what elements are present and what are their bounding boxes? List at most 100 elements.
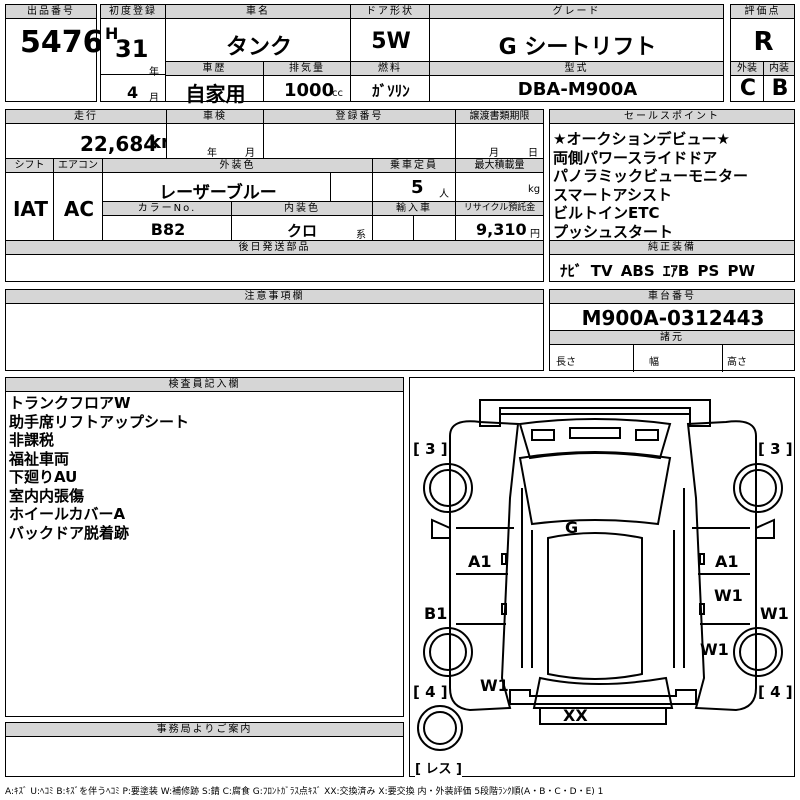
registration-year: 31 xyxy=(115,35,149,63)
sales-point-item: スマートアシスト xyxy=(553,185,672,204)
interior-grade: B xyxy=(771,76,789,101)
displacement-label: 排気量 xyxy=(263,61,351,76)
registration-month: 4 xyxy=(127,83,139,102)
fuel-label: 燃料 xyxy=(350,61,430,76)
interior-color-unit: 系 xyxy=(356,230,366,241)
score-label: 評価点 xyxy=(730,4,795,19)
car-diagram xyxy=(417,399,783,751)
inspection-cell: 車検 年 月 xyxy=(166,109,264,159)
mileage-label: 走行 xyxy=(5,109,167,124)
exterior-color-label: 外装色 xyxy=(102,158,373,173)
post-parts-label: 後日発送部品 xyxy=(5,240,544,255)
chassis-number: M900A-0312443 xyxy=(581,306,765,330)
sales-point-item: ★オークションデビュー★ xyxy=(553,130,730,148)
damage-right-door: A1 xyxy=(715,552,739,571)
model-value: DBA-M900A xyxy=(517,79,638,100)
grade-value: G シートリフト xyxy=(498,35,657,60)
aircon-value: AC xyxy=(63,197,95,221)
capacity-label: 乗車定員 xyxy=(372,158,456,173)
car-name-cell: 車名 タンク xyxy=(165,4,351,62)
divider xyxy=(722,345,723,372)
sales-point-item: プッシュスタート xyxy=(553,222,674,241)
damage-rear-bumper: XX xyxy=(563,706,588,725)
equipment-label: 純正装備 xyxy=(549,240,795,255)
inspector-note-item: 福祉車両 xyxy=(9,449,70,468)
mileage-cell: 走行 22,684 km xyxy=(5,109,180,159)
score-value: R xyxy=(753,27,774,57)
inspector-note-item: 下廻りAU xyxy=(9,468,78,486)
chassis-cell: 車台番号 M900A-0312443 諸元 長さ 幅 高さ xyxy=(549,289,795,372)
exterior-grade-label: 外装 xyxy=(730,61,764,76)
inspector-notes-label: 検査員記入欄 xyxy=(5,377,404,392)
inspection-year-unit: 年 xyxy=(207,148,217,159)
max-load-unit: kg xyxy=(528,184,541,195)
divider xyxy=(100,74,166,75)
sales-point-item: 両側パワースライドドア xyxy=(553,148,718,167)
interior-grade-label: 内装 xyxy=(763,61,795,76)
inspection-label: 車検 xyxy=(166,109,264,124)
tire-front-left-label: [ 3 ] xyxy=(413,440,448,458)
color-number-value: B82 xyxy=(150,220,186,239)
equipment-cell: 純正装備 ﾅﾋﾞ TV ABS ｴｱB PS PW xyxy=(549,240,795,282)
interior-color-value: クロ xyxy=(286,222,317,240)
lot-number-label: 出品番号 xyxy=(5,4,97,19)
max-load-label: 最大積載量 xyxy=(455,158,544,173)
divider xyxy=(633,345,634,372)
damage-glass: G xyxy=(565,518,579,537)
interior-grade-cell: 内装 B xyxy=(763,61,795,102)
color-number-cell: カラーNo. B82 xyxy=(102,201,232,241)
recycle-label: リサイクル預託金 xyxy=(455,201,544,216)
damage-right-rear-quarter: W1 xyxy=(700,640,729,659)
tire-front-right-label: [ 3 ] xyxy=(758,440,793,458)
sales-point-item: ビルトインETC xyxy=(553,204,660,222)
divider xyxy=(413,216,414,242)
recycle-cell: リサイクル預託金 9,310 円 xyxy=(455,201,544,241)
mileage-value: 22,684 xyxy=(80,132,158,156)
spec-length-label: 長さ xyxy=(556,357,576,368)
car-name-label: 車名 xyxy=(165,4,351,19)
inspector-note-item: 室内内張傷 xyxy=(9,486,85,505)
damage-left-door: A1 xyxy=(468,552,492,571)
interior-color-label: 内装色 xyxy=(231,201,373,216)
damage-right-rear-fender: W1 xyxy=(760,604,789,623)
exterior-color-value: レーザーブルー xyxy=(159,183,277,203)
sales-point-item: パノラミックビューモニター xyxy=(553,167,749,185)
door-cell: ドア形状 5W xyxy=(350,4,430,62)
capacity-unit: 人 xyxy=(439,189,449,200)
registration-number-label: 登録番号 xyxy=(263,109,456,124)
transfer-month-unit: 月 xyxy=(489,148,499,159)
history-cell: 車歴 自家用 xyxy=(165,61,264,106)
shift-value: IAT xyxy=(12,197,48,221)
history-value: 自家用 xyxy=(185,82,246,106)
grade-cell: グレード G シートリフト xyxy=(429,4,724,62)
notes-label: 注意事項欄 xyxy=(5,289,544,304)
fuel-cell: 燃料 ｶﾞｿﾘﾝ xyxy=(350,61,430,102)
damage-left-rear-fender: B1 xyxy=(424,604,448,623)
post-parts-cell: 後日発送部品 xyxy=(5,240,544,282)
shift-label: シフト xyxy=(5,158,54,173)
exterior-color-cell: 外装色 レーザーブルー xyxy=(102,158,373,203)
car-diagram-panel: [ 3 ] [ 3 ] [ 4 ] [ 4 ] [ レス ] G A1 A1 B… xyxy=(409,377,795,777)
inspector-notes-cell: 検査員記入欄 トランクフロアW 助手席リフトアップシート 非課税 福祉車両 下廻… xyxy=(5,377,404,717)
transfer-deadline-cell: 譲渡書類期限 月 日 xyxy=(455,109,544,159)
era: H xyxy=(105,24,119,43)
notes-cell: 注意事項欄 xyxy=(5,289,544,371)
max-load-cell: 最大積載量 kg xyxy=(455,158,544,202)
transfer-deadline-label: 譲渡書類期限 xyxy=(455,109,544,124)
history-label: 車歴 xyxy=(165,61,264,76)
displacement-unit: cc xyxy=(332,88,343,99)
transfer-day-unit: 日 xyxy=(528,148,538,159)
aircon-cell: エアコン AC xyxy=(53,158,103,241)
capacity-value: 5 xyxy=(411,177,424,198)
exterior-grade: C xyxy=(739,76,757,101)
inspection-month-unit: 月 xyxy=(245,148,255,159)
tire-rear-left-label: [ 4 ] xyxy=(413,683,448,701)
inspector-note-item: トランクフロアW xyxy=(9,394,131,412)
aircon-label: エアコン xyxy=(53,158,103,173)
model-label: 型式 xyxy=(429,61,724,76)
sales-points-list: ★オークションデビュー★ 両側パワースライドドア パノラミックビューモニター ス… xyxy=(553,130,748,241)
year-unit: 年 xyxy=(149,67,159,78)
model-cell: 型式 DBA-M900A xyxy=(429,61,724,102)
color-number-label: カラーNo. xyxy=(102,201,232,216)
inspector-note-item: 助手席リフトアップシート xyxy=(9,412,190,431)
